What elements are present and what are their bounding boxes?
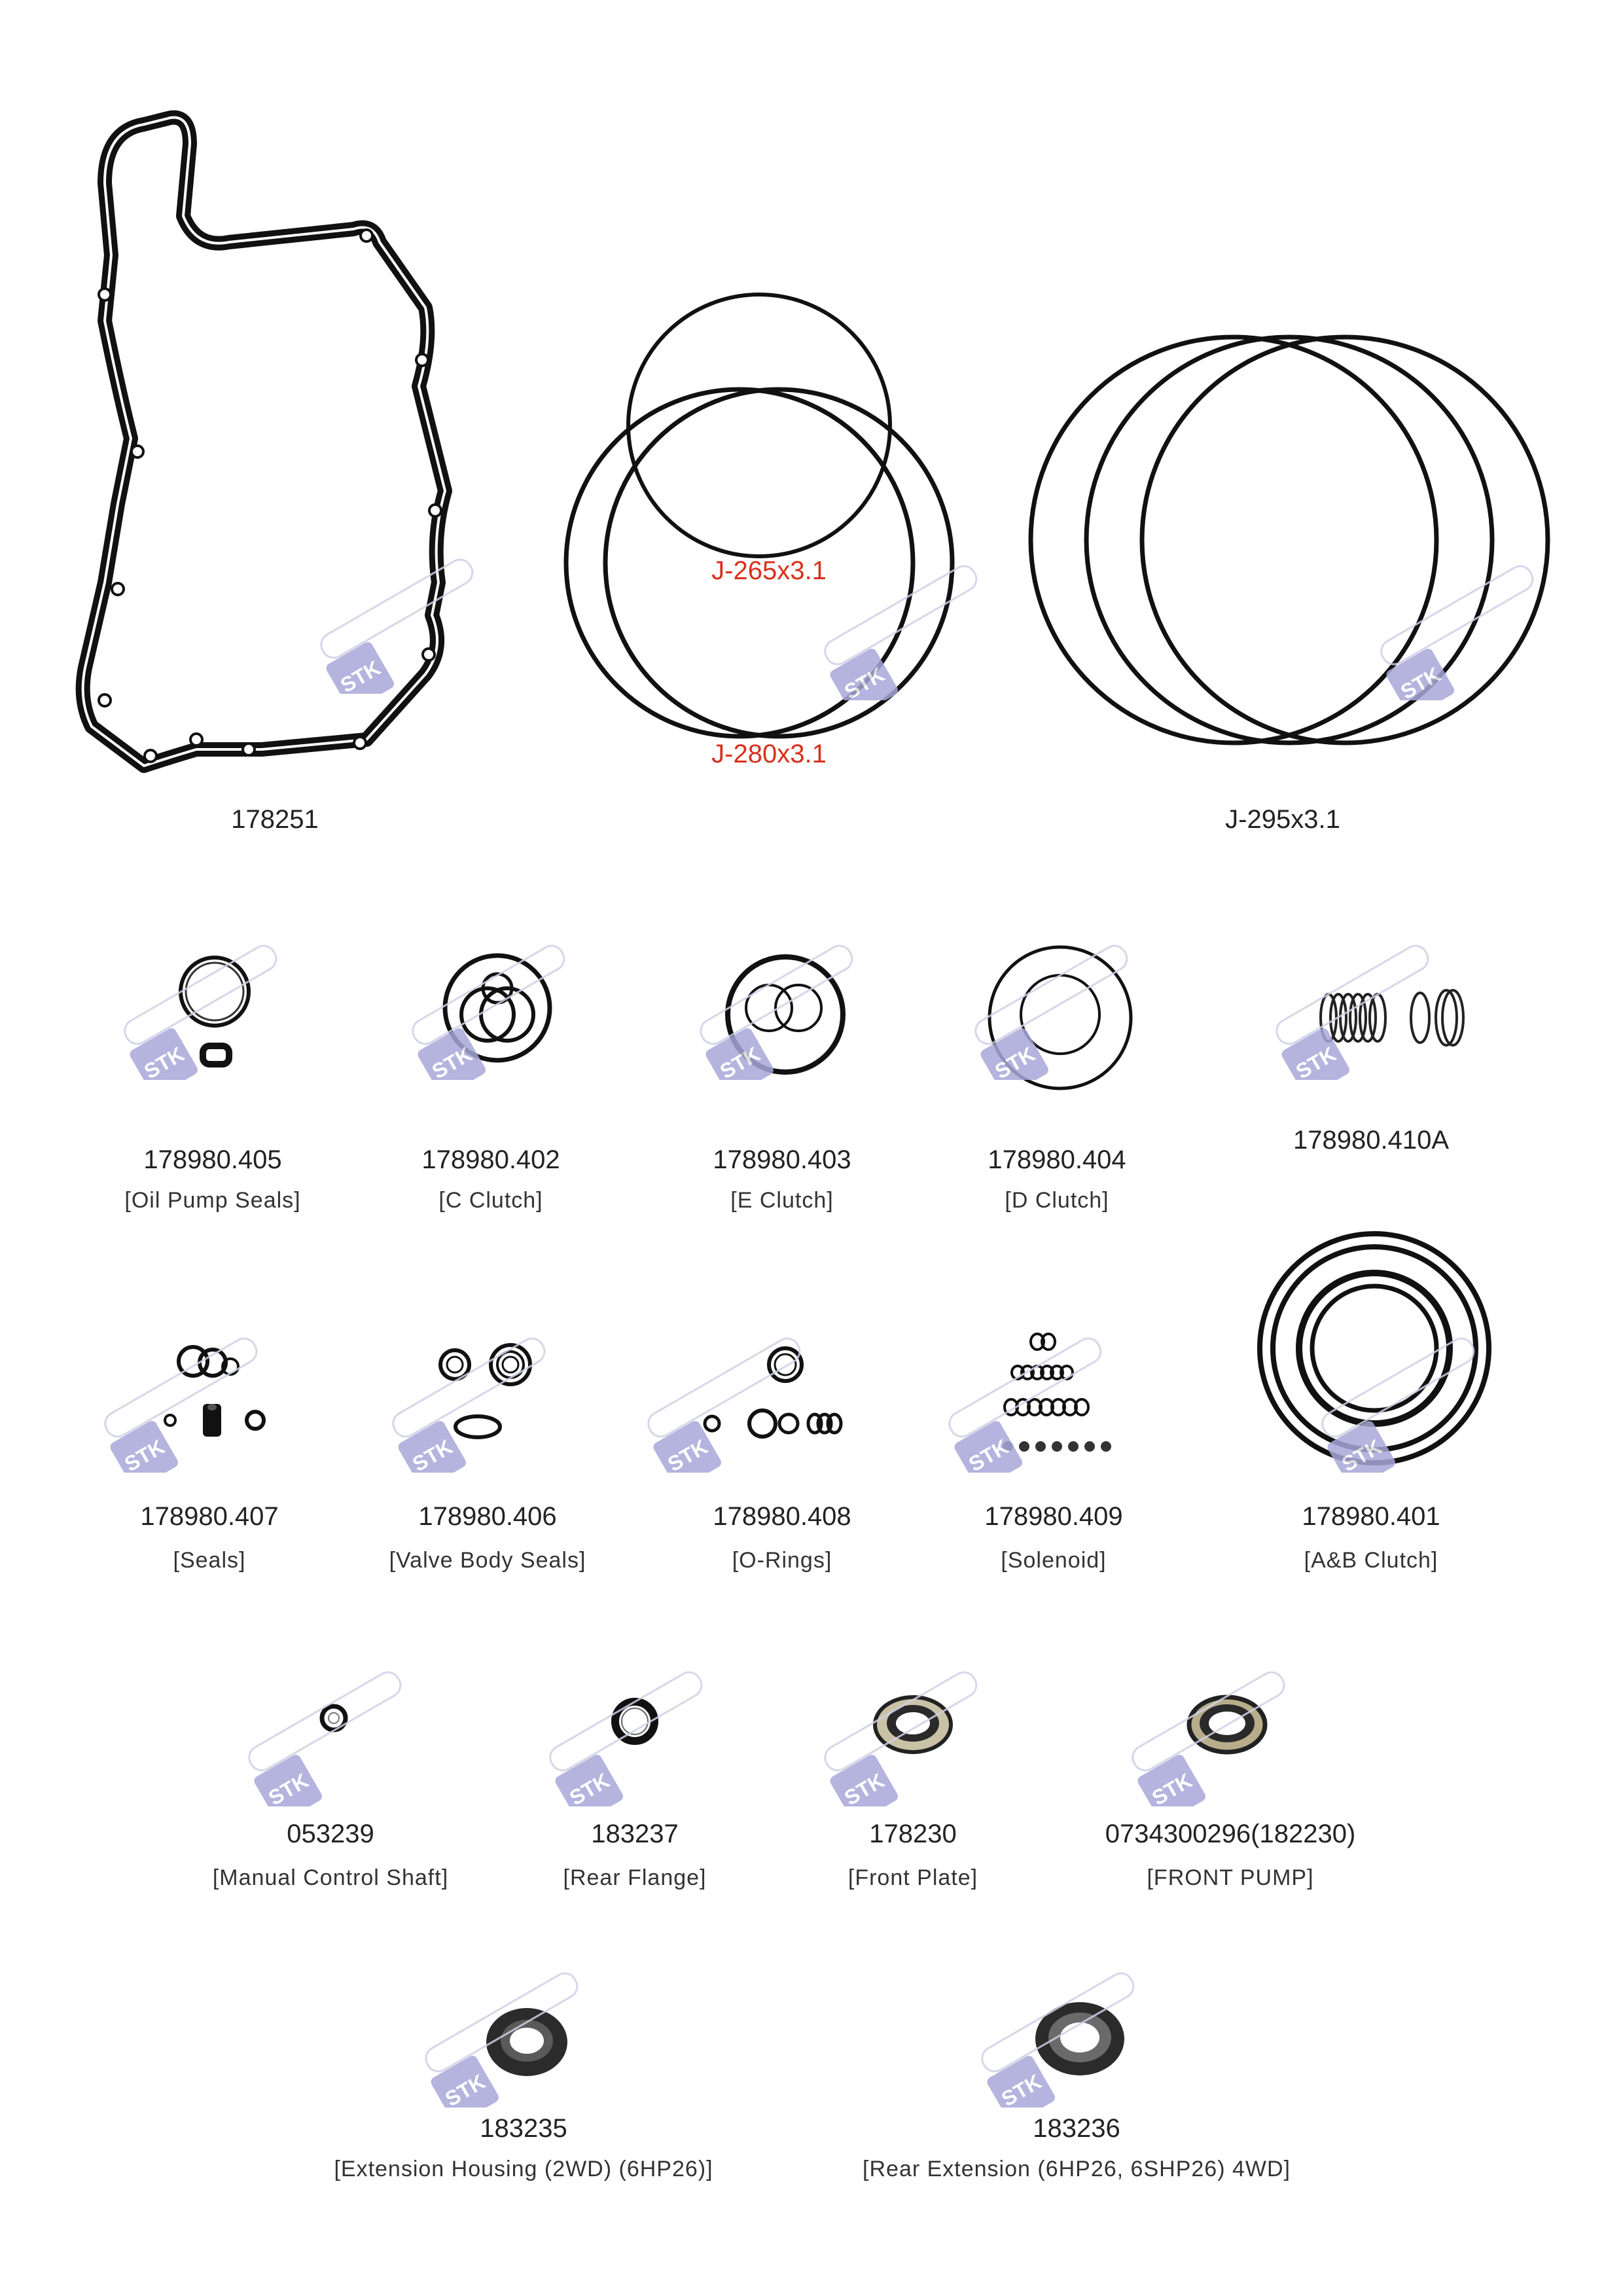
part-number: 183235 — [480, 2114, 567, 2143]
o-ring-set-265-280-image — [563, 293, 955, 739]
part-description: [Rear Extension (6HP26, 6SHP26) 4WD] — [863, 2157, 1291, 2181]
part-number: 053239 — [287, 1820, 374, 1848]
part-number: 183237 — [591, 1820, 679, 1848]
front-pump-seal-image — [1186, 1695, 1268, 1755]
part-description: [Rear Flange] — [563, 1865, 707, 1890]
part-number: 178980.406 — [418, 1502, 557, 1531]
dimension-label-280: J-280x3.1 — [711, 740, 827, 768]
part-description: [D Clutch] — [1005, 1188, 1109, 1213]
part-number: 178251 — [231, 805, 319, 834]
svg-text:STK: STK — [840, 1768, 888, 1806]
oil-pump-seals-image — [179, 956, 251, 1067]
rear-flange-seal-image — [611, 1698, 658, 1745]
part-description: [Solenoid] — [1001, 1548, 1107, 1573]
solenoid-seals-image — [1003, 1333, 1111, 1452]
seals-407-image — [164, 1345, 266, 1437]
part-description: [Front Plate] — [847, 1865, 978, 1890]
part-number: 178980.402 — [421, 1145, 560, 1174]
part-description: [E Clutch] — [730, 1188, 834, 1213]
svg-text:STK: STK — [1148, 1768, 1196, 1806]
extension-housing-seal-image — [486, 2008, 567, 2076]
part-number: 178980.403 — [713, 1145, 851, 1174]
part-number: 183236 — [1033, 2114, 1120, 2143]
svg-text:STK: STK — [565, 1768, 613, 1806]
part-description: [Oil Pump Seals] — [124, 1188, 301, 1213]
part-description: [Extension Housing (2WD) (6HP26)] — [334, 2157, 713, 2181]
valve-body-seals-image — [438, 1343, 532, 1439]
part-description: [FRONT PUMP] — [1147, 1865, 1314, 1890]
part-number: 178980.405 — [143, 1145, 282, 1174]
c-clutch-seals-image — [442, 953, 552, 1063]
dimension-label-265: J-265x3.1 — [711, 556, 827, 585]
rear-extension-seal-image — [1035, 2002, 1124, 2075]
dimension-label-295: J-295x3.1 — [1225, 805, 1340, 834]
gasket-178251-image — [75, 110, 452, 773]
part-description: [O-Rings] — [732, 1548, 832, 1573]
part-number: 178230 — [869, 1820, 957, 1848]
part-number: 178980.409 — [984, 1502, 1123, 1531]
part-description: [C Clutch] — [438, 1188, 543, 1213]
part-number: 178980.410A — [1293, 1126, 1450, 1155]
stk-watermark-logo: STK — [248, 1671, 402, 1806]
part-number: 178980.401 — [1302, 1502, 1440, 1531]
part-description: [Seals] — [173, 1548, 246, 1573]
front-plate-seal-image — [873, 1695, 953, 1754]
part-description: [Valve Body Seals] — [389, 1548, 586, 1573]
sealing-rings-410a-image — [1319, 989, 1465, 1047]
part-description: [A&B Clutch] — [1304, 1548, 1438, 1573]
d-clutch-seals-image — [988, 945, 1133, 1090]
o-rings-408-image — [703, 1346, 843, 1439]
part-number: 178980.404 — [988, 1145, 1126, 1174]
part-number: 178980.407 — [140, 1502, 279, 1531]
manual-shaft-seal-image — [319, 1704, 348, 1732]
ab-clutch-seals-image — [1257, 1231, 1491, 1465]
part-number: 178980.408 — [713, 1502, 851, 1531]
e-clutch-seals-image — [725, 954, 846, 1075]
svg-text:STK: STK — [264, 1768, 312, 1806]
part-description: [Manual Control Shaft] — [212, 1865, 449, 1890]
o-ring-set-295-image — [1028, 334, 1550, 745]
part-number: 0734300296(182230) — [1105, 1820, 1356, 1848]
